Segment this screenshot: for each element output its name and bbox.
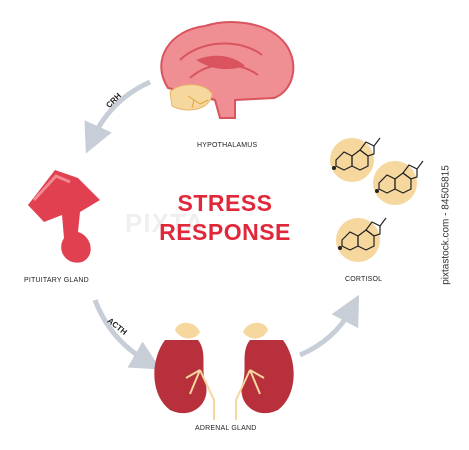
arrow-pituitary-to-adrenal — [92, 299, 161, 370]
pituitary-gland-icon — [28, 170, 100, 263]
kidney-left-icon — [154, 322, 215, 420]
label-adrenal-gland: ADRENAL GLAND — [195, 425, 257, 432]
image-id-text: pixtastock.com - 84505815 — [440, 165, 452, 285]
title-line-1: STRESS — [177, 190, 273, 216]
arrow-adrenal-to-cortisol — [299, 294, 360, 358]
brain-icon — [160, 21, 295, 119]
label-hypothalamus: HYPOTHALAMUS — [197, 142, 258, 149]
arrow-hypothalamus-to-pituitary — [84, 79, 152, 154]
title-line-2: RESPONSE — [159, 219, 291, 245]
kidney-right-icon — [235, 322, 294, 420]
cortisol-molecule-icon — [330, 137, 381, 182]
label-cortisol: CORTISOL — [345, 276, 383, 283]
cortisol-molecule-icon — [336, 217, 387, 262]
cortisol-molecule-icon — [373, 160, 424, 205]
label-pituitary-gland: PITUITARY GLAND — [24, 277, 89, 284]
watermark: PIXTA — [125, 208, 205, 238]
